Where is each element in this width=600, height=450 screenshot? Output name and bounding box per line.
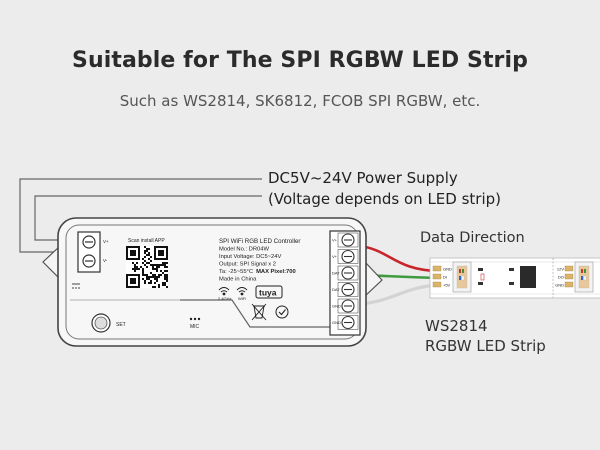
led-chip	[452, 261, 472, 293]
page-subtitle: Such as WS2814, SK6812, FCOB SPI RGBW, e…	[119, 92, 481, 110]
output-terminal: DAT	[332, 282, 359, 297]
weee-bin-icon	[251, 303, 267, 321]
strip-pad: +5V	[432, 281, 451, 287]
page-title: Suitable for The SPI RGBW LED Strip	[72, 48, 528, 73]
white-wire	[360, 283, 440, 306]
controller-input: Input Voltage: DC5~24V	[219, 254, 281, 260]
output-terminal-label: GND	[332, 320, 341, 325]
output-terminal: V+	[332, 249, 359, 264]
strip-pad-label: GND	[443, 266, 452, 271]
power-minus-label: V-	[103, 258, 108, 263]
strip-pad-label: GND	[555, 282, 564, 287]
output-terminal: DAT	[332, 265, 359, 281]
output-terminal: GND	[332, 315, 359, 330]
red-wire	[358, 244, 440, 273]
power-input-terminal: V+ V-	[77, 231, 109, 273]
strip-pad: DI	[432, 273, 447, 279]
power-supply-label: DC5V~24V Power Supply (Voltage depends o…	[268, 168, 501, 210]
strip-pad-label: DO	[558, 274, 564, 279]
output-terminal: V+	[332, 232, 359, 248]
wifi-freq-label: 2.4GHz	[218, 296, 232, 301]
wifi-label: WiFi	[238, 296, 246, 301]
controller-output: Output: SPI Signal x 2	[219, 262, 276, 268]
mic-label: MIC	[190, 324, 200, 330]
output-terminal-label: GND	[332, 304, 341, 309]
output-terminal-label: DAT	[332, 287, 340, 292]
compliance-mark-icon	[275, 305, 289, 319]
power-supply-line2: (Voltage depends on LED strip)	[268, 190, 502, 208]
wifi-icon	[218, 287, 230, 296]
output-terminal-block: V+ V+ DAT DAT GND GND	[329, 230, 361, 336]
strip-pad-label: 12V	[557, 266, 564, 271]
controller-made-in: Made in China	[219, 277, 257, 283]
strip-type-line2: RGBW LED Strip	[425, 337, 546, 355]
strip-pad-label: DI	[443, 274, 447, 279]
scan-install-text: Scan install APP	[128, 238, 165, 244]
dc-symbol-icon	[72, 283, 80, 289]
led-chip	[574, 261, 594, 293]
strip-pad: GND	[432, 265, 452, 271]
mic-icon	[189, 317, 201, 321]
strip-pad-label: +5V	[443, 282, 451, 287]
set-button[interactable]	[91, 313, 111, 333]
output-terminal: GND	[332, 298, 359, 314]
data-direction-label: Data Direction	[420, 230, 525, 246]
power-supply-line1: DC5V~24V Power Supply	[268, 169, 458, 187]
controller-model: Model No.: DR04W	[219, 247, 269, 253]
output-terminal-label: V+	[332, 238, 338, 243]
led-strip: GND DI +5V 12V DO GND	[429, 257, 600, 299]
wifi-icon-2	[236, 287, 248, 296]
driver-ic	[520, 266, 536, 288]
output-terminal-label: V+	[332, 254, 338, 259]
strip-pad: GND	[555, 281, 574, 287]
power-leader-lines	[19, 178, 262, 253]
strip-type-label: WS2814 RGBW LED Strip	[425, 316, 546, 356]
tuya-logo: tuya	[255, 285, 283, 299]
strip-pad: DO	[558, 273, 574, 279]
strip-pad: 12V	[557, 265, 574, 271]
set-label: SET	[116, 322, 126, 328]
qr-code	[126, 246, 168, 288]
output-terminal-label: DAT	[332, 271, 340, 276]
power-plus-label: V+	[103, 239, 109, 244]
controller-label: SPI WiFi RGB LED Controller Model No.: D…	[219, 238, 301, 283]
controller-name: SPI WiFi RGB LED Controller	[219, 238, 301, 245]
svg-text:tuya: tuya	[259, 288, 277, 298]
strip-type-line1: WS2814	[425, 317, 488, 335]
